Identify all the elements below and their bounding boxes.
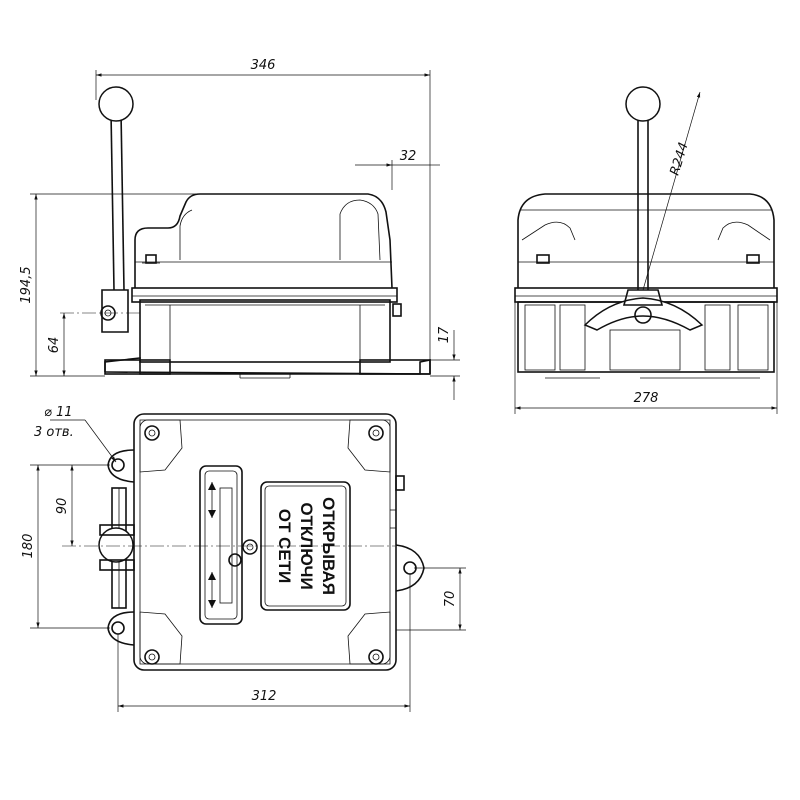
front-view <box>60 86 431 379</box>
dim-base-thickness: 17 <box>437 326 452 343</box>
plan-corner-pads <box>139 419 391 665</box>
plan-arrow-up <box>208 482 216 518</box>
front-cover <box>134 193 393 289</box>
front-stud <box>392 303 402 317</box>
dim-axis-height: 64 <box>47 337 62 354</box>
dim-body-depth: 180 <box>21 534 36 559</box>
plan-lever-knob <box>98 527 134 563</box>
plan-pivot <box>228 553 242 567</box>
front-foot-right <box>359 359 431 375</box>
dim-hole-spacing: 90 <box>55 498 70 515</box>
dim-side-width: 278 <box>634 391 659 406</box>
dim-lever-radius: R244 <box>668 141 692 178</box>
plan-dimensions: ⌀ 11 3 отв. 90 180 70 312 <box>21 405 466 712</box>
front-flange <box>131 287 398 303</box>
side-dimensions: 278 <box>514 300 778 414</box>
plan-body <box>133 413 397 671</box>
dim-lever-offset: 32 <box>400 149 417 164</box>
plan-view: ОТКРЫВАЯ ОТКЛЮЧИ ОТ СЕТИ <box>62 413 425 671</box>
dim-body-width: 312 <box>252 689 277 704</box>
side-cover <box>517 193 775 288</box>
dim-overall-width: 346 <box>251 58 276 73</box>
front-foot-left <box>104 359 171 375</box>
front-dimensions: 346 32 194,5 64 17 <box>19 58 460 400</box>
side-lever-knob <box>625 86 661 122</box>
front-lever-knob <box>98 86 134 122</box>
front-lever-hub <box>101 289 129 333</box>
dim-hole-count: 3 отв. <box>34 425 74 440</box>
plan-window <box>199 465 243 625</box>
plan-arrow-down <box>208 572 216 608</box>
dim-hole-diameter: ⌀ 11 <box>44 405 73 420</box>
side-view: R244 <box>514 86 778 379</box>
dim-lug-offset: 70 <box>443 591 458 608</box>
front-lower-body <box>139 299 391 363</box>
dim-height: 194,5 <box>19 266 34 303</box>
